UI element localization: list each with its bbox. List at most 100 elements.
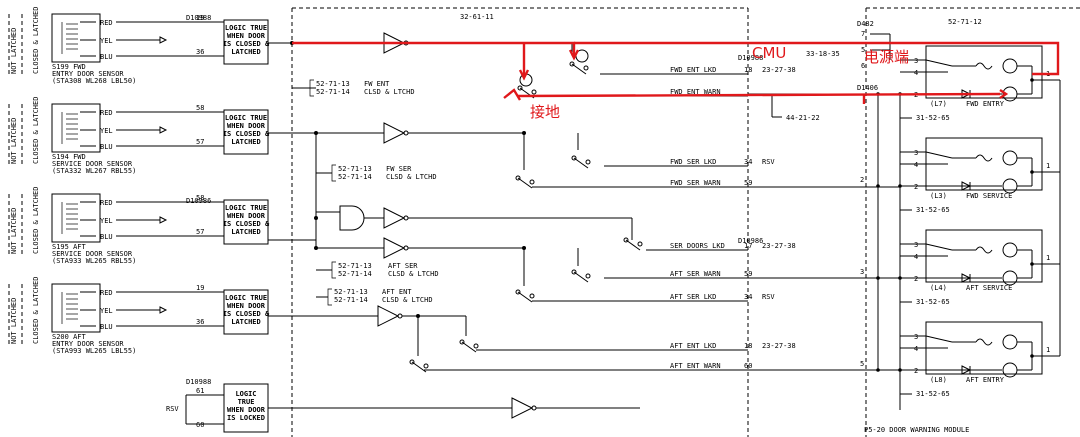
inverter-4 xyxy=(383,237,406,259)
ref-44-21-22: 44-21-22 xyxy=(786,114,820,122)
inverter-2 xyxy=(383,122,406,144)
sensor-sta: (STA308 WL268 LBL50) xyxy=(52,77,136,85)
bus-wiring xyxy=(268,41,640,409)
plug-d10986: D10986 xyxy=(186,197,211,205)
ref-fw-ser-t1: FW SER xyxy=(386,165,412,173)
pin-in: 19 xyxy=(196,284,204,292)
output-aft-ser-warn: AFT SER WARN 59 xyxy=(604,270,752,279)
svg-text:WHEN DOOR: WHEN DOOR xyxy=(227,406,266,414)
wire-blu: BLU xyxy=(100,233,113,241)
svg-text:AFT ENT LKD: AFT ENT LKD xyxy=(670,342,716,350)
svg-text:3: 3 xyxy=(860,268,864,276)
closed-latched-label: CLOSED & LATCHED xyxy=(32,97,40,164)
svg-text:AFT ENT WARN: AFT ENT WARN xyxy=(670,362,721,370)
module-ref: 32-61-11 xyxy=(460,13,494,21)
svg-text:FWD ENTRY: FWD ENTRY xyxy=(966,100,1005,108)
svg-text:17: 17 xyxy=(744,242,752,250)
svg-text:7: 7 xyxy=(861,30,865,38)
svg-text:RSV: RSV xyxy=(762,158,775,166)
svg-text:23-27-38: 23-27-38 xyxy=(762,342,796,350)
pin-out: 57 xyxy=(196,138,204,146)
inverter-3 xyxy=(383,207,406,229)
ref-aft-ser-a: 52-71-13 xyxy=(338,262,372,270)
svg-text:FWD ENT LKD: FWD ENT LKD xyxy=(670,66,716,74)
svg-text:(L8): (L8) xyxy=(930,376,947,384)
svg-text:1: 1 xyxy=(1046,254,1050,262)
closed-latched-label: CLOSED & LATCHED xyxy=(32,187,40,254)
and-gate xyxy=(339,205,365,231)
wire-yel: YEL xyxy=(100,37,113,45)
svg-text:WHEN DOOR: WHEN DOOR xyxy=(227,212,266,220)
svg-text:FWD SER WARN: FWD SER WARN xyxy=(670,179,721,187)
svg-text:WHEN DOOR: WHEN DOOR xyxy=(227,302,266,310)
svg-text:AFT SER WARN: AFT SER WARN xyxy=(670,270,721,278)
svg-text:2: 2 xyxy=(860,176,864,184)
inverter-5 xyxy=(377,305,400,327)
svg-text:LATCHED: LATCHED xyxy=(231,228,261,236)
svg-text:34: 34 xyxy=(744,158,752,166)
plug-d10988-out: D10988 xyxy=(738,54,763,62)
svg-text:59: 59 xyxy=(744,270,752,278)
svg-text:18: 18 xyxy=(744,66,752,74)
svg-text:31-52-65: 31-52-65 xyxy=(916,298,950,306)
ref-aft-ser-t1: AFT SER xyxy=(388,262,418,270)
ref-fw-ent-t1: FW ENT xyxy=(364,80,390,88)
svg-text:LOGIC TRUE: LOGIC TRUE xyxy=(225,294,267,302)
red-annotation-paths xyxy=(292,41,1060,104)
plug-d10986-out: D10986 xyxy=(738,237,763,245)
wire-red: RED xyxy=(100,109,113,117)
svg-text:FWD SERVICE: FWD SERVICE xyxy=(966,192,1012,200)
ref-aft-ent-t1: AFT ENT xyxy=(382,288,412,296)
closed-latched-label: CLOSED & LATCHED xyxy=(32,7,40,74)
relay-switches xyxy=(409,49,643,373)
svg-text:IS CLOSED &: IS CLOSED & xyxy=(223,40,270,48)
ref-tags: 52-71-13 52-71-14 FW ENT CLSD & LTCHD 52… xyxy=(309,79,439,306)
plug-d10988-top: D10988 xyxy=(186,14,211,22)
svg-text:31-52-65: 31-52-65 xyxy=(916,390,950,398)
svg-text:WHEN DOOR: WHEN DOOR xyxy=(227,122,266,130)
svg-text:5: 5 xyxy=(861,46,865,54)
sensor-ref: S200 AFT xyxy=(52,333,87,341)
ground-label: 接地 xyxy=(530,103,560,121)
sensor-sta: (STA993 WL265 LBL55) xyxy=(52,347,136,355)
svg-text:IS LOCKED: IS LOCKED xyxy=(227,414,265,422)
svg-text:3: 3 xyxy=(914,57,918,65)
svg-text:IS CLOSED &: IS CLOSED & xyxy=(223,130,270,138)
svg-text:(L4): (L4) xyxy=(930,284,947,292)
svg-text:2: 2 xyxy=(914,275,918,283)
svg-text:6: 6 xyxy=(861,62,865,70)
ref-aft-ent-t2: CLSD & LTCHD xyxy=(382,296,433,304)
ref-fw-ent-b: 52-71-14 xyxy=(316,88,350,96)
svg-text:TRUE: TRUE xyxy=(238,398,255,406)
svg-text:60: 60 xyxy=(196,421,204,429)
svg-text:3: 3 xyxy=(914,149,918,157)
cmu-label: CMU xyxy=(752,44,786,62)
svg-text:1: 1 xyxy=(1046,346,1050,354)
ref-aft-ser-t2: CLSD & LTCHD xyxy=(388,270,439,278)
pin-in: 58 xyxy=(196,194,204,202)
plug-d1406: D1406 xyxy=(857,84,878,92)
ref-aft-ser-b: 52-71-14 xyxy=(338,270,372,278)
svg-text:IS CLOSED &: IS CLOSED & xyxy=(223,310,270,318)
svg-text:59: 59 xyxy=(744,179,752,187)
wire-blu: BLU xyxy=(100,323,113,331)
pin-out: 36 xyxy=(196,318,204,326)
not-latched-label: NOT LATCHED xyxy=(10,298,18,344)
inverter-6 xyxy=(511,397,534,419)
